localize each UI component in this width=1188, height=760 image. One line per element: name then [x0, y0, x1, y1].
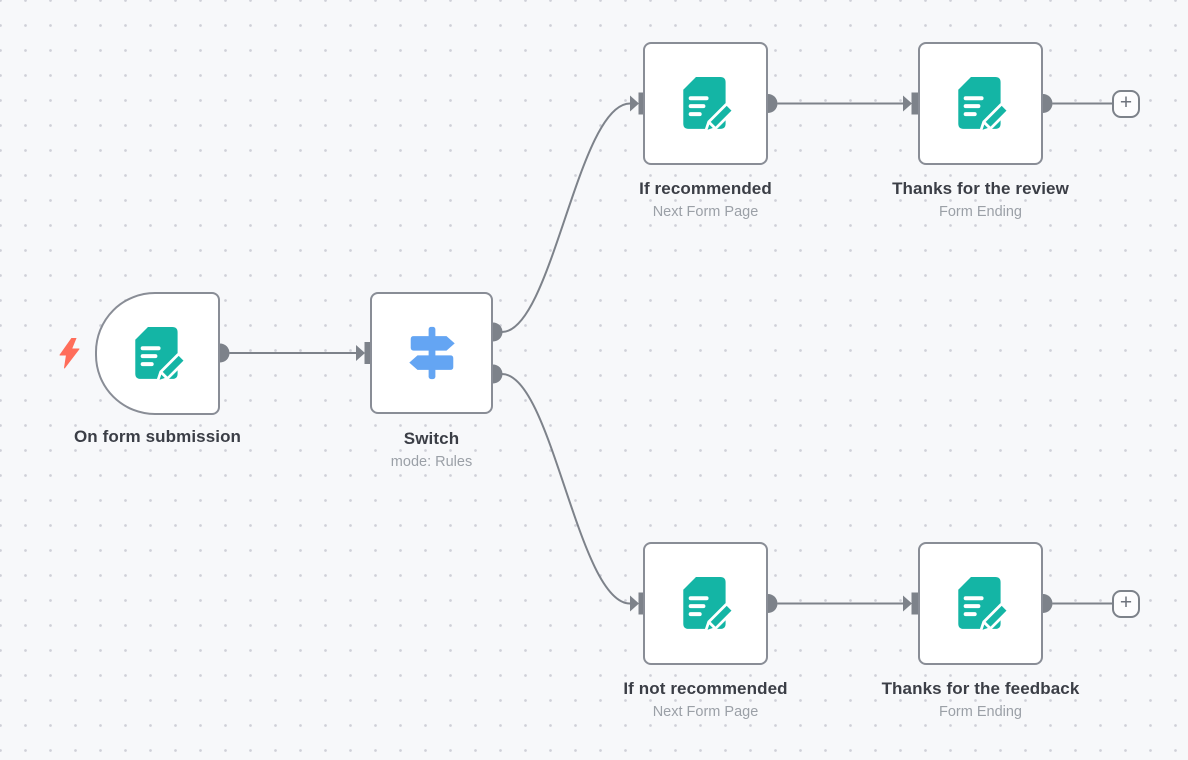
input-endpoint-arrow[interactable] — [356, 342, 372, 364]
form-pencil-icon — [130, 326, 185, 381]
lightning-bolt-icon — [59, 338, 81, 369]
connection-switch-to-if-recommended[interactable] — [501, 102, 631, 333]
form-pencil-icon — [953, 76, 1008, 131]
plus-icon: + — [1119, 591, 1133, 614]
node-thanks-for-the-review[interactable] — [918, 42, 1043, 165]
node-on-form-submission[interactable] — [95, 292, 220, 415]
add-node-button[interactable]: + — [1112, 89, 1140, 118]
input-endpoint-arrow[interactable] — [630, 92, 646, 115]
form-pencil-icon — [678, 76, 733, 131]
input-endpoint-arrow[interactable] — [630, 592, 646, 615]
connection-switch-to-if-not-recommended[interactable] — [501, 373, 631, 605]
add-node-button[interactable]: + — [1112, 589, 1140, 618]
node-switch[interactable] — [370, 292, 493, 414]
input-endpoint-arrow[interactable] — [903, 592, 919, 615]
form-pencil-icon — [678, 576, 733, 631]
plus-icon: + — [1119, 91, 1133, 114]
form-pencil-icon — [953, 576, 1008, 631]
node-if-not-recommended[interactable] — [643, 542, 768, 665]
node-if-recommended[interactable] — [643, 42, 768, 165]
input-endpoint-arrow[interactable] — [903, 92, 919, 115]
signpost-icon — [403, 324, 461, 382]
node-thanks-for-the-feedback[interactable] — [918, 542, 1043, 665]
